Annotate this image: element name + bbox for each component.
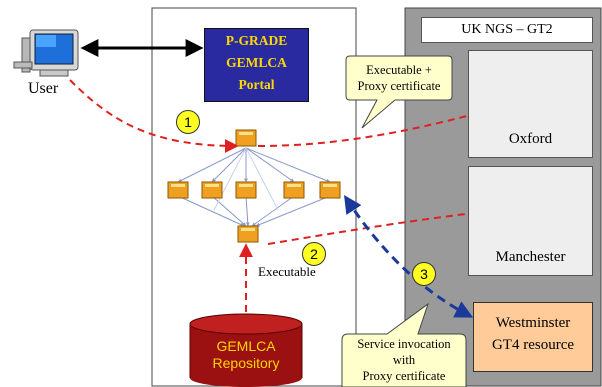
step-2-badge: 2	[302, 242, 326, 266]
portal-title-line2: GEMLCA	[226, 55, 287, 70]
repository-label-line2: Repository	[212, 355, 280, 371]
exec-proxy-text-line2: Proxy certificate	[357, 79, 441, 93]
step-3-badge: 3	[412, 262, 436, 286]
oxford-site: Oxford	[468, 50, 593, 158]
executable-label: Executable	[258, 264, 316, 279]
manchester-site: Manchester	[468, 166, 593, 276]
service-text-line3: Proxy certificate	[362, 369, 446, 383]
service-text-line2: with	[392, 353, 416, 367]
service-callout	[341, 302, 467, 387]
user-computer-icon	[13, 29, 79, 77]
westminster-site: Westminster GT4 resource	[473, 302, 593, 372]
westminster-label-line2: GT4 resource	[491, 337, 575, 353]
repository-label-line1: GEMLCA	[216, 338, 276, 354]
westminster-label-line1: Westminster	[495, 315, 571, 331]
oxford-label: Oxford	[508, 131, 553, 147]
grid-title: UK NGS – GT2	[421, 17, 593, 43]
exec-proxy-callout	[345, 55, 453, 129]
exec-proxy-text-line1: Executable +	[366, 63, 432, 77]
step2-manchester-arrow	[267, 206, 485, 245]
manchester-label: Manchester	[495, 249, 566, 265]
portal-title-line1: P-GRADE	[225, 33, 288, 48]
repository-cylinder	[189, 313, 303, 387]
step3-westminster-arrow	[344, 194, 474, 318]
user-label: User	[28, 80, 59, 97]
service-text-line1: Service invocation	[357, 337, 451, 351]
workflow-graph-icon	[167, 129, 341, 243]
portal-box: P-GRADE GEMLCA Portal	[204, 28, 309, 102]
step-1-badge: 1	[176, 110, 200, 134]
step1-oxford-arrow	[257, 108, 485, 147]
portal-title-line3: Portal	[238, 77, 275, 92]
